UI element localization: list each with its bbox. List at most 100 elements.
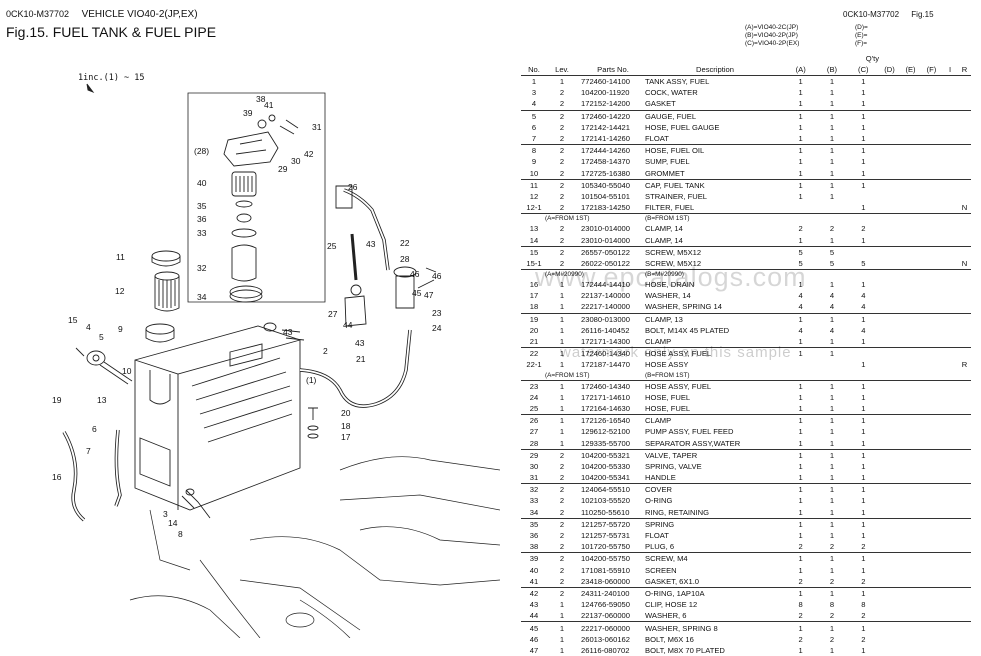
- callout: 12: [115, 286, 125, 296]
- remark-cell: [958, 313, 971, 325]
- qty-e-cell: [900, 541, 921, 553]
- qty-f-cell: [921, 426, 942, 437]
- description-cell: RING, RETAINING: [645, 507, 785, 519]
- qty-c-cell: 1: [848, 110, 879, 122]
- part-number-cell: 101504-55101: [577, 191, 645, 202]
- qty-b-cell: 1: [816, 484, 847, 496]
- qty-d-cell: [879, 507, 900, 519]
- qty-f-cell: [921, 622, 942, 634]
- qty-d-cell: [879, 336, 900, 348]
- qty-a-cell: 2: [785, 576, 816, 588]
- qty-c-cell: 1: [848, 98, 879, 110]
- description-cell: SCREW, M5X12: [645, 258, 785, 270]
- part-no-cell: 3: [521, 87, 547, 98]
- qty-a-cell: 5: [785, 246, 816, 258]
- remark-cell: [958, 76, 971, 88]
- description-cell: SPRING, VALVE: [645, 461, 785, 472]
- remark-cell: [958, 565, 971, 576]
- description-cell: WASHER, 6: [645, 610, 785, 622]
- qty-e-cell: [900, 484, 921, 496]
- description-cell: HOSE, FUEL: [645, 392, 785, 403]
- part-number-cell: 121257-55731: [577, 530, 645, 541]
- callout: 6: [92, 424, 97, 434]
- part-number-cell: 171081-55910: [577, 565, 645, 576]
- part-no-cell: 31: [521, 472, 547, 484]
- qty-e-cell: [900, 246, 921, 258]
- part-number-cell: 172187-14470: [577, 359, 645, 370]
- callout: 36: [197, 214, 207, 224]
- part-number-cell: 22217-140000: [577, 301, 645, 313]
- part-no-cell: 47: [521, 645, 547, 656]
- qty-c-cell: [848, 191, 879, 202]
- remark-cell: [958, 336, 971, 348]
- remark-cell: [958, 541, 971, 553]
- qty-b-cell: 2: [816, 541, 847, 553]
- model-a: (A)=VIO40-2C(JP): [745, 24, 799, 32]
- qty-c-cell: 1: [848, 495, 879, 506]
- description-cell: HOSE, FUEL GAUGE: [645, 122, 785, 133]
- level-cell: 2: [547, 541, 577, 553]
- col-no: No.: [521, 64, 547, 76]
- qty-e-cell: [900, 234, 921, 246]
- remark-cell: [958, 587, 971, 599]
- qty-c-cell: 1: [848, 179, 879, 191]
- doc-code-left: 0CK10-M37702: [6, 9, 69, 19]
- qty-a-cell: 4: [785, 301, 816, 313]
- qty-d-cell: [879, 518, 900, 530]
- qty-e-cell: [900, 576, 921, 588]
- qty-a-cell: 1: [785, 426, 816, 437]
- level-cell: 1: [547, 380, 577, 392]
- level-cell: 2: [547, 565, 577, 576]
- qty-e-cell: [900, 449, 921, 461]
- part-no-cell: 21: [521, 336, 547, 348]
- part-number-cell: 172164-14630: [577, 403, 645, 415]
- qty-b-cell: 1: [816, 279, 847, 290]
- qty-a-cell: 1: [785, 168, 816, 180]
- level-cell: 2: [547, 518, 577, 530]
- part-number-cell: 172171-14610: [577, 392, 645, 403]
- part-no-cell: 23: [521, 380, 547, 392]
- qty-b-cell: 1: [816, 191, 847, 202]
- interchange-cell: [942, 290, 958, 301]
- interchange-cell: [942, 336, 958, 348]
- description-cell: WASHER, SPRING 14: [645, 301, 785, 313]
- qty-a-cell: 1: [785, 380, 816, 392]
- qty-c-cell: 1: [848, 530, 879, 541]
- qty-d-cell: [879, 359, 900, 370]
- qty-c-cell: 1: [848, 202, 879, 214]
- qty-b-cell: 1: [816, 234, 847, 246]
- qty-c-cell: 1: [848, 415, 879, 427]
- description-cell: CLAMP: [645, 415, 785, 427]
- description-cell: CLIP, HOSE 12: [645, 599, 785, 610]
- col-a: (A): [785, 64, 816, 76]
- qty-b-cell: 1: [816, 392, 847, 403]
- qty-a-cell: 1: [785, 234, 816, 246]
- description-cell: HOSE, FUEL: [645, 403, 785, 415]
- callout: 31: [312, 122, 322, 132]
- callout: 47: [424, 290, 434, 300]
- part-no-cell: 4: [521, 98, 547, 110]
- qty-a-cell: 2: [785, 610, 816, 622]
- part-no-cell: 12-1: [521, 202, 547, 214]
- part-no-cell: 8: [521, 145, 547, 157]
- description-cell: O-RING, 1AP10A: [645, 587, 785, 599]
- qty-a-cell: 1: [785, 87, 816, 98]
- remark-cell: [958, 449, 971, 461]
- part-number-cell: 172444-14260: [577, 145, 645, 157]
- description-cell: CLAMP, 14: [645, 234, 785, 246]
- qty-e-cell: [900, 122, 921, 133]
- qty-a-cell: 1: [785, 313, 816, 325]
- callout: 10: [122, 366, 132, 376]
- qty-b-cell: 2: [816, 576, 847, 588]
- qty-a-cell: 1: [785, 76, 816, 88]
- level-cell: 2: [547, 133, 577, 145]
- qty-d-cell: [879, 495, 900, 506]
- qty-c-cell: 1: [848, 507, 879, 519]
- qty-c-cell: 4: [848, 290, 879, 301]
